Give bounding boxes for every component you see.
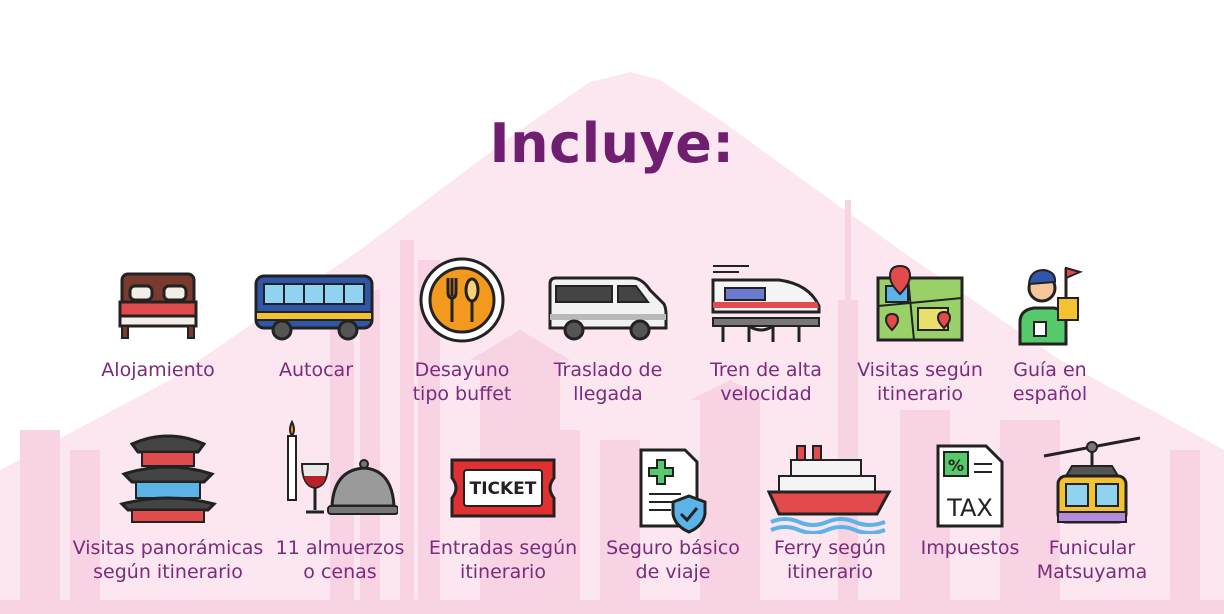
svg-text:TICKET: TICKET bbox=[470, 479, 537, 499]
tax-document-icon: % TAX bbox=[936, 444, 1004, 528]
tour-guide-icon bbox=[1018, 266, 1083, 346]
feature-label: Impuestos bbox=[920, 537, 1020, 559]
bed-icon bbox=[118, 272, 198, 339]
van-icon bbox=[548, 276, 668, 341]
feature-label: Alojamiento bbox=[101, 359, 215, 381]
plate-cutlery-icon bbox=[419, 257, 505, 343]
insurance-document-icon bbox=[639, 448, 707, 534]
bullet-train-icon bbox=[711, 265, 821, 342]
svg-text:TAX: TAX bbox=[946, 494, 993, 522]
ticket-icon: TICKET bbox=[450, 458, 556, 518]
ferry-icon bbox=[767, 445, 892, 534]
cable-car-icon bbox=[1043, 436, 1141, 524]
dinner-cloche-icon bbox=[287, 419, 398, 515]
feature-label: Autocar bbox=[278, 359, 354, 381]
temple-icon bbox=[119, 434, 217, 523]
bus-icon bbox=[254, 274, 374, 341]
page-title: Incluye: bbox=[489, 112, 735, 175]
svg-text:%: % bbox=[948, 456, 964, 475]
map-pins-icon bbox=[876, 264, 964, 342]
